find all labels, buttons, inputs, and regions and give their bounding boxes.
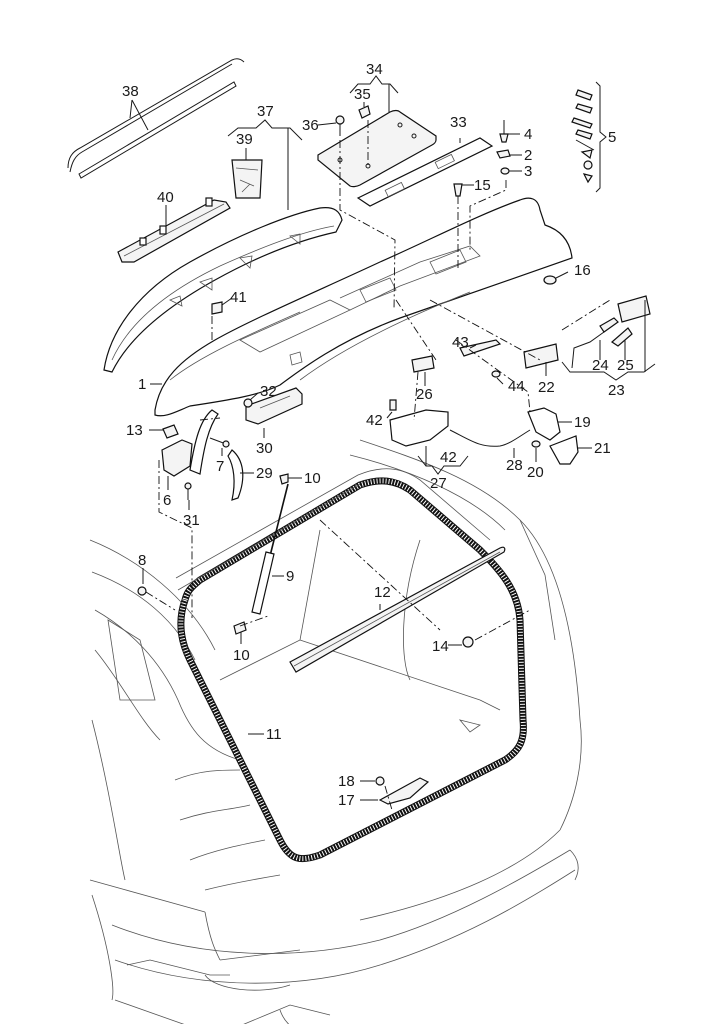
callout-36: 36	[302, 117, 319, 134]
hinge-arm	[189, 409, 219, 475]
callout-25: 25	[617, 357, 634, 374]
weatherstrip-pair	[67, 58, 245, 179]
gas-strut	[251, 483, 289, 615]
tapping-screw	[335, 115, 345, 136]
callout-1: 1	[138, 376, 146, 393]
callout-24: 24	[592, 357, 609, 374]
callout-32: 32	[260, 383, 277, 400]
callout-8: 8	[138, 552, 146, 569]
ball-stud-lower	[233, 621, 247, 635]
guide-nut	[491, 370, 501, 378]
brake-light	[117, 197, 231, 263]
drive-nut	[243, 398, 253, 408]
callout-10-lower: 10	[233, 647, 250, 664]
callout-33: 33	[450, 114, 467, 131]
sill-trim-strip	[289, 546, 506, 673]
leader-lines	[129, 75, 656, 801]
callout-labels: 38 37 39 40 41 34 35 36 33 4 2 3 15 5 16…	[122, 61, 634, 809]
retainer-clip	[496, 149, 511, 159]
buffer	[162, 424, 179, 439]
hinge-cover	[227, 449, 244, 501]
fastener-set	[571, 89, 595, 184]
callout-15: 15	[474, 177, 491, 194]
callout-26: 26	[416, 386, 433, 403]
release-switch-assembly	[617, 295, 651, 323]
connector	[611, 327, 633, 347]
closing-motor-assembly	[389, 409, 449, 447]
callout-7: 7	[216, 458, 224, 475]
hinge-bracket	[161, 439, 193, 477]
cap	[543, 275, 557, 285]
callout-4: 4	[524, 126, 532, 143]
grommet	[500, 167, 510, 175]
callout-11: 11	[266, 726, 282, 743]
cover-plate-assembly	[317, 109, 437, 188]
callout-23: 23	[608, 382, 625, 399]
gasket	[356, 137, 494, 207]
callout-42-upper: 42	[366, 412, 383, 429]
callout-22: 22	[538, 379, 555, 396]
interior-light	[411, 355, 435, 373]
tailgate-inner-panel	[154, 197, 573, 417]
callout-34: 34	[366, 61, 383, 78]
callout-35: 35	[354, 86, 371, 103]
adhesive-pack	[231, 159, 263, 199]
bowden-cable	[449, 429, 531, 447]
assembly-lines	[145, 120, 611, 811]
callout-29: 29	[256, 465, 273, 482]
callout-44: 44	[508, 378, 525, 395]
callout-37: 37	[257, 103, 274, 120]
callout-6: 6	[163, 492, 171, 509]
callout-3: 3	[524, 163, 532, 180]
callout-19: 19	[574, 414, 591, 431]
callout-2: 2	[524, 147, 532, 164]
vehicle-body-outline	[89, 439, 582, 1024]
callout-38: 38	[122, 83, 139, 100]
callout-16: 16	[574, 262, 591, 279]
hinge-bolt	[209, 437, 230, 448]
drive-unit	[245, 387, 303, 425]
callout-14: 14	[432, 638, 449, 655]
callout-40: 40	[157, 189, 174, 206]
spoiler-nut	[211, 301, 223, 315]
callout-17: 17	[338, 792, 355, 809]
callout-13: 13	[126, 422, 143, 439]
striker-plate	[378, 777, 430, 805]
lock-screw	[531, 440, 541, 448]
wiring-harness	[571, 317, 619, 369]
callout-30: 30	[256, 440, 273, 457]
spreader-nut	[453, 183, 463, 197]
spoiler-assembly	[103, 207, 343, 373]
nut	[137, 586, 147, 596]
adjustable-stop	[462, 636, 474, 648]
clip-nut	[358, 105, 371, 119]
striker-nut	[375, 776, 385, 786]
callout-43: 43	[452, 334, 469, 351]
guide-piece	[459, 339, 502, 357]
callout-41: 41	[230, 289, 247, 306]
hinge-screw	[184, 482, 192, 500]
callout-20: 20	[527, 464, 544, 481]
callout-10-upper: 10	[304, 470, 321, 487]
callout-18: 18	[338, 773, 355, 790]
handle-trim	[523, 343, 559, 369]
lock-mechanism	[527, 407, 561, 441]
callout-28: 28	[506, 457, 523, 474]
callout-21: 21	[594, 440, 611, 457]
ball-stud-upper	[279, 473, 289, 485]
callout-31: 31	[183, 512, 200, 529]
lock-cover	[549, 435, 579, 465]
callout-12: 12	[374, 584, 391, 601]
callout-27: 27	[430, 475, 447, 492]
expanding-rivet	[499, 120, 509, 143]
door-seal	[175, 468, 527, 863]
callout-9: 9	[286, 568, 294, 585]
callout-39: 39	[236, 131, 253, 148]
callout-5: 5	[608, 129, 616, 146]
callout-42-lower: 42	[440, 449, 457, 466]
motor-screw	[389, 399, 397, 411]
